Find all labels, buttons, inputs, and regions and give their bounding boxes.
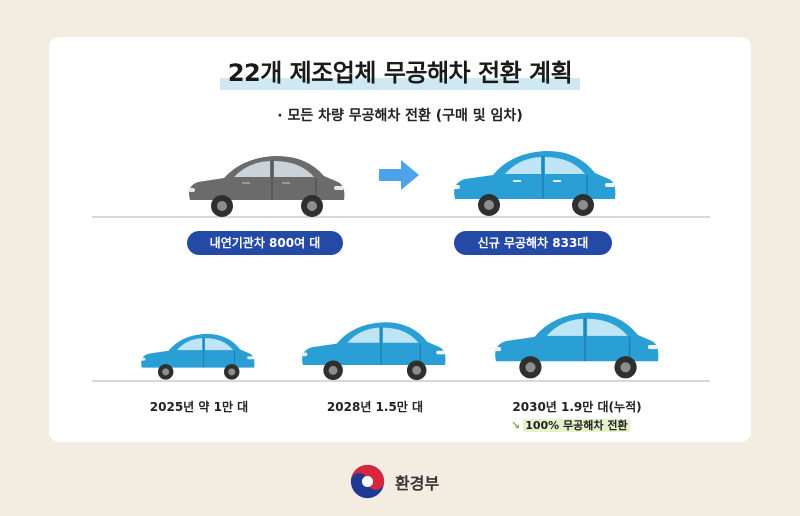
small-blue-car-icon (140, 333, 255, 380)
ground-line-bottom (92, 380, 710, 382)
after-label-pill: 신규 무공해차 833대 (454, 231, 612, 255)
infographic-card: 22개 제조업체 무공해차 전환 계획 · 모든 차량 무공해차 전환 (구매 … (49, 37, 751, 442)
caption-2025: 2025년 약 1만 대 (149, 400, 249, 414)
subtitle: · 모든 차량 무공해차 전환 (구매 및 임차) (277, 108, 523, 124)
before-label-pill: 내연기관차 800여 대 (187, 231, 343, 255)
title-highlight (219, 78, 581, 90)
taegeuk-logo-icon (350, 464, 385, 499)
org-name: 환경부 (395, 474, 440, 493)
arrow-down-right-icon: ↘ (511, 419, 521, 432)
blue-car-icon (453, 150, 616, 216)
caption-2028: 2028년 1.5만 대 (326, 400, 424, 414)
gray-car-icon (188, 155, 345, 217)
note-text: 100% 무공해차 전환 (523, 419, 630, 432)
page-title: 22개 제조업체 무공해차 전환 계획 (219, 53, 581, 90)
medium-blue-car-icon (301, 322, 446, 381)
caption-2030: 2030년 1.9만 대(누적) (512, 400, 642, 414)
large-blue-car-icon (494, 312, 659, 379)
ground-line-top (92, 216, 710, 218)
arrow-right-icon (379, 160, 419, 190)
conversion-note: ↘100% 무공해차 전환 (511, 417, 630, 433)
title-wrap: 22개 제조업체 무공해차 전환 계획 (49, 53, 751, 90)
